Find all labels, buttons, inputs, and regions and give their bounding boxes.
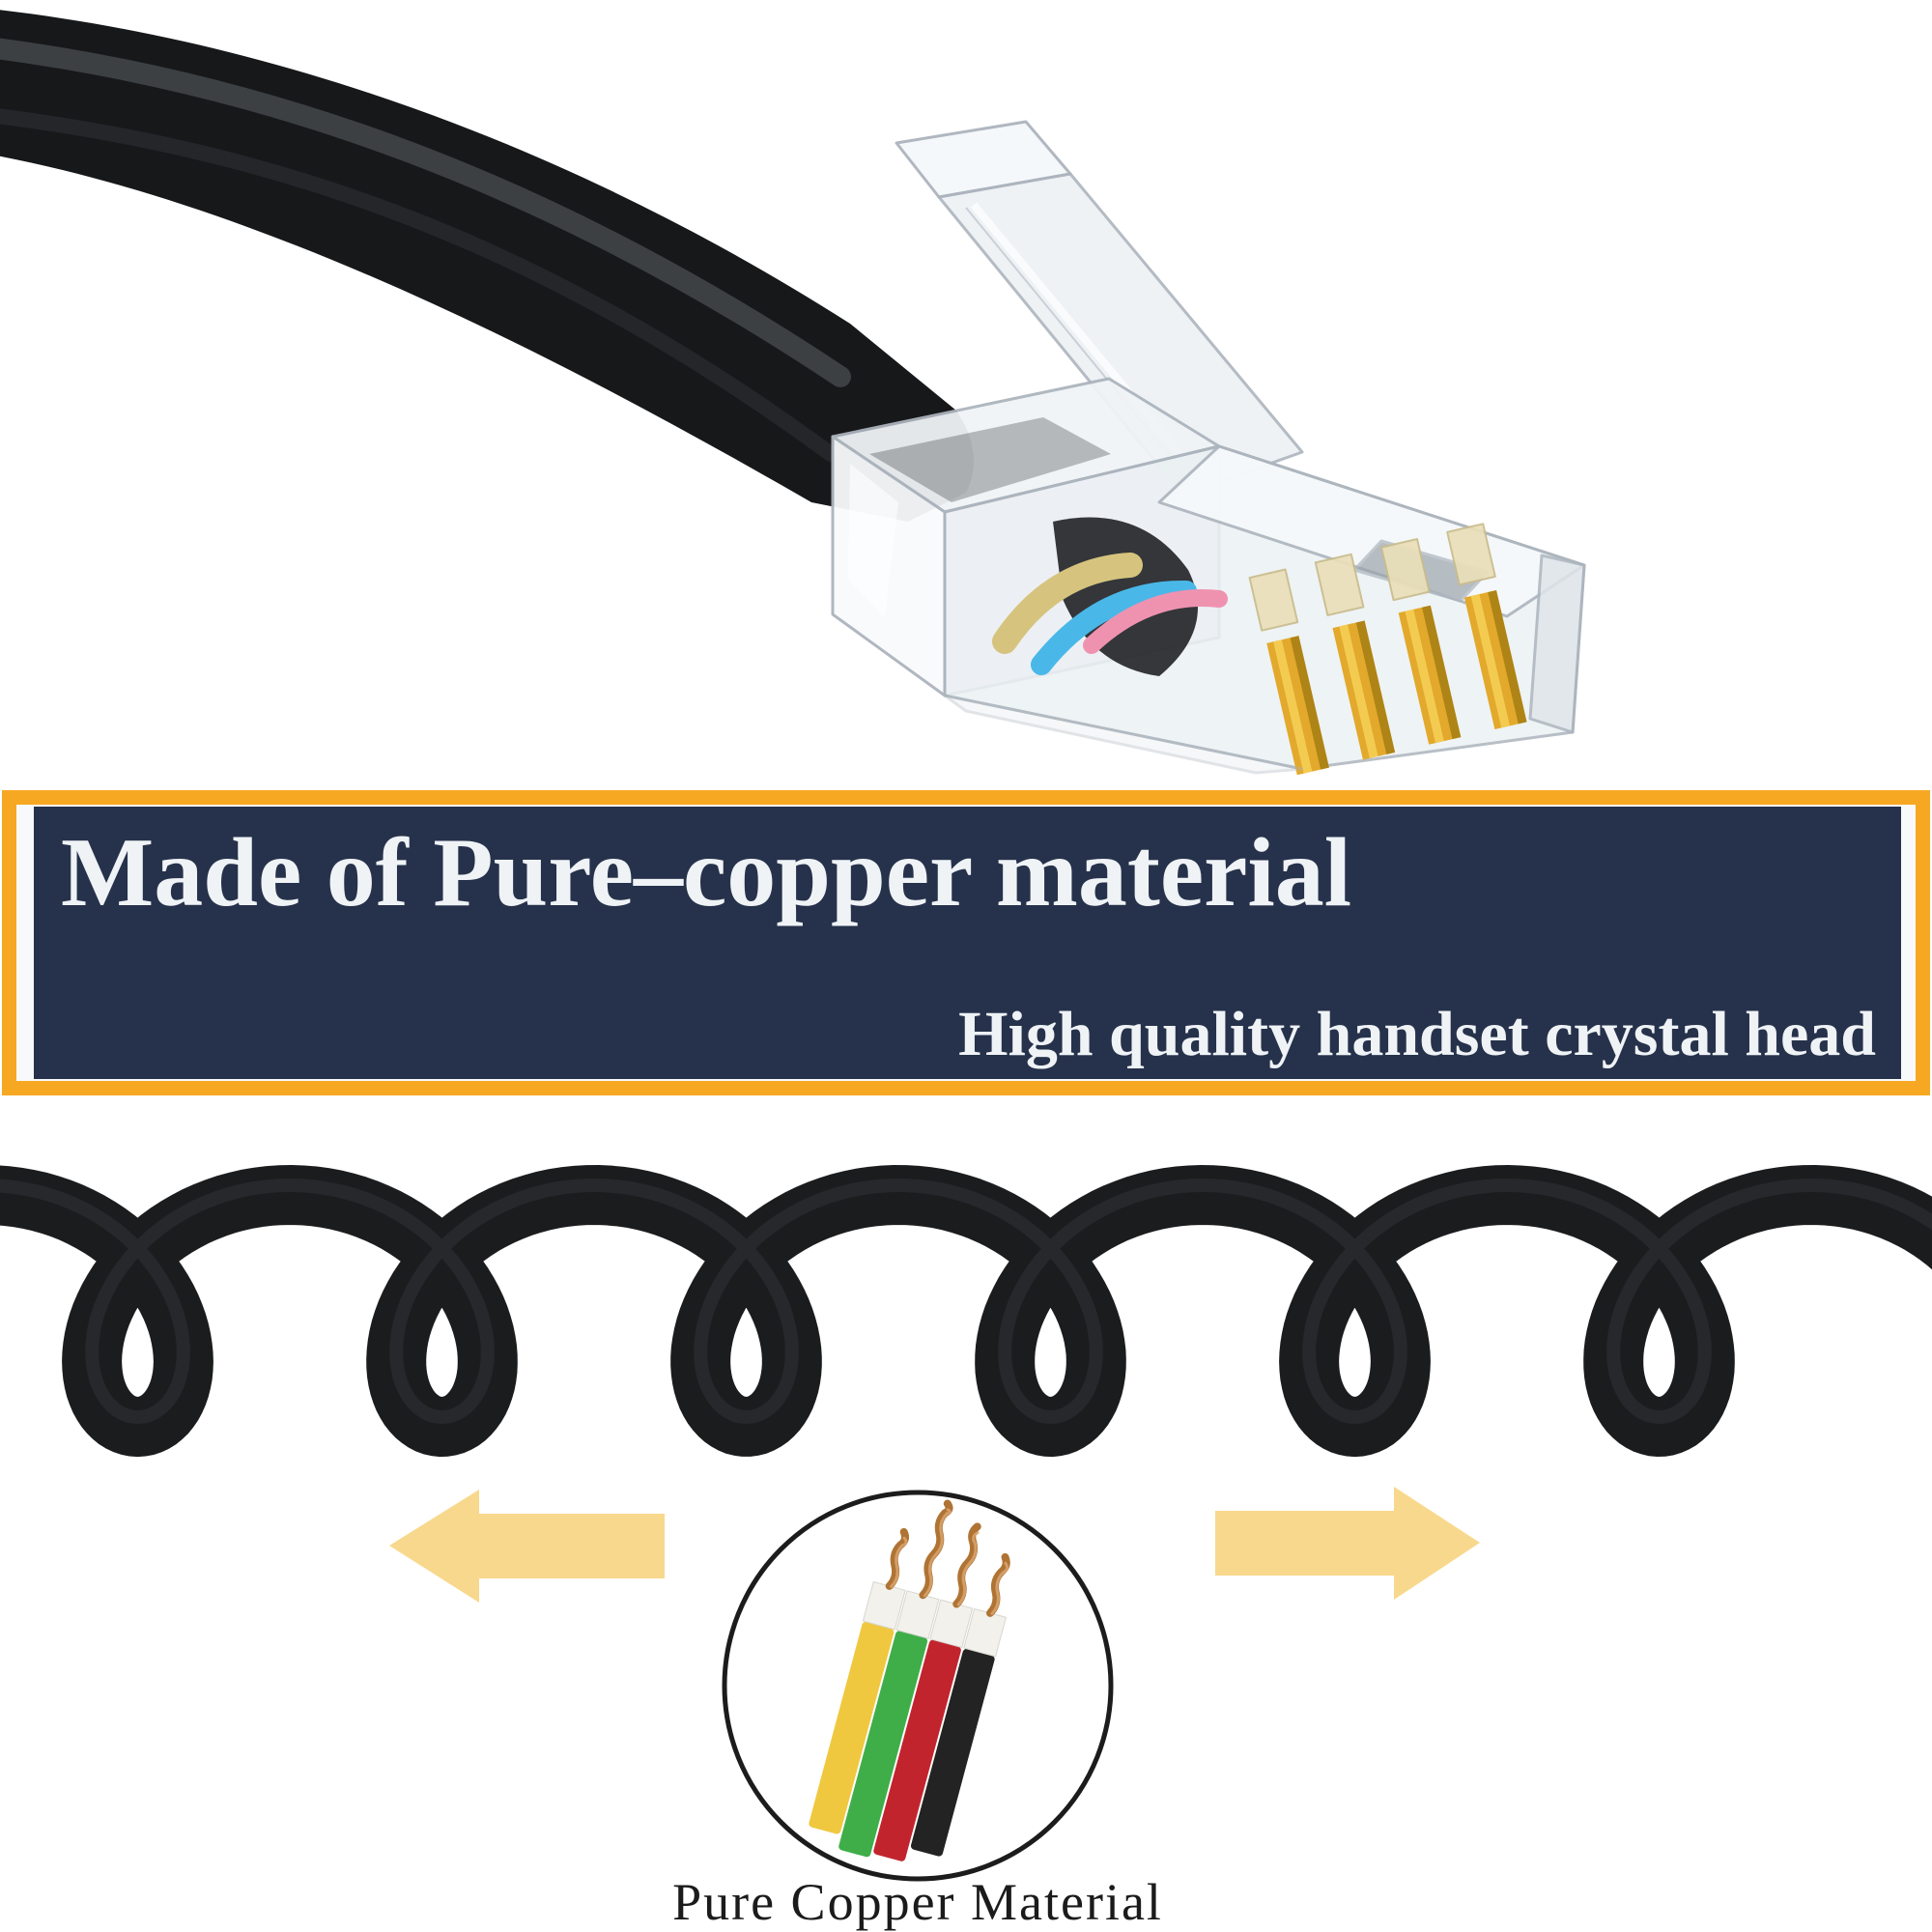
inner-wire-pink [1083,589,1228,654]
banner-title: Made of Pure–copper material [61,818,1352,927]
rj-crystal-connector [831,120,1586,776]
right-arrow-icon [1215,1487,1480,1600]
rear-glint [848,464,898,618]
handset-cable [0,10,975,522]
ribbon-wire-yellow [809,1621,895,1834]
ribbon-wire-green [838,1631,928,1858]
banner-subtitle: High quality handset crystal head [958,999,1876,1069]
left-arrow-icon [389,1490,665,1603]
body-right-facet [1528,554,1586,734]
cable-through-plastic [869,417,1111,502]
ribbon-wire-red [873,1639,961,1861]
badge-caption: Pure Copper Material [672,1873,1163,1931]
coiled-cord [0,1164,1932,1458]
cable-sheen [0,38,851,387]
inner-wire-khaki [992,553,1143,654]
feature-banner: Made of Pure–copper material High qualit… [2,790,1930,1095]
copper-strands [885,1499,1010,1617]
gold-contact-pins [1248,523,1527,776]
coil-cable [0,1164,1932,1458]
cable-sheen-low [0,108,838,462]
coil-sheen [0,1178,1932,1425]
inner-wire-blue [1031,580,1197,675]
body-bottom-facet [943,694,1304,775]
banner-navy-panel: Made of Pure–copper material High qualit… [34,807,1901,1079]
ribbon-wire-black [910,1648,995,1857]
copper-material-badge [722,1490,1114,1882]
